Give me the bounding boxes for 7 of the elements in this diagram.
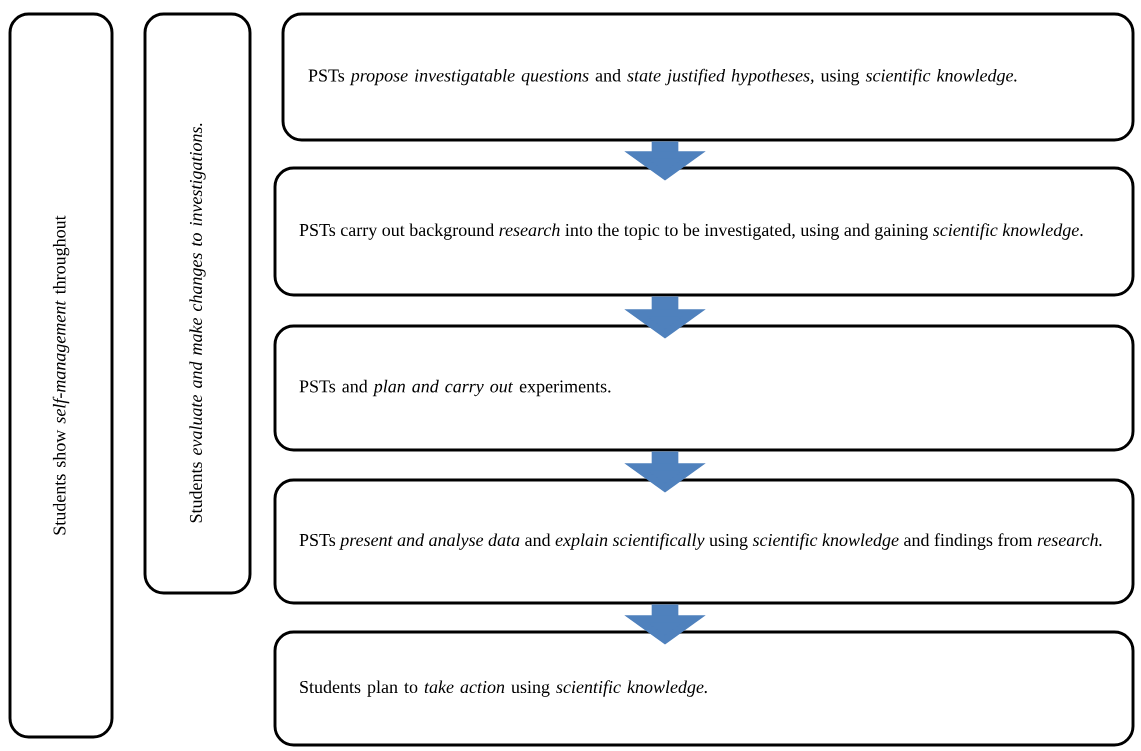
step-box: PSTs and plan and carry out experiments. [273, 324, 1135, 452]
step-box: PSTs present and analyse data and explain scientifically using scientific knowledge and findings from research. [273, 478, 1135, 605]
step-box: PSTs carry out background research into the topic to be investigated, using and gaining scientific knowledge. [273, 166, 1135, 297]
stage-band: Students show self-management throughout [8, 12, 114, 739]
step-box: Students plan to take action using scientific knowledge. [273, 630, 1135, 747]
stage-band: Students evaluate and make changes to investigations. [143, 12, 252, 595]
step-box: PSTs propose investigatable questions and state justified hypotheses, using scientific knowledge. [281, 12, 1135, 142]
